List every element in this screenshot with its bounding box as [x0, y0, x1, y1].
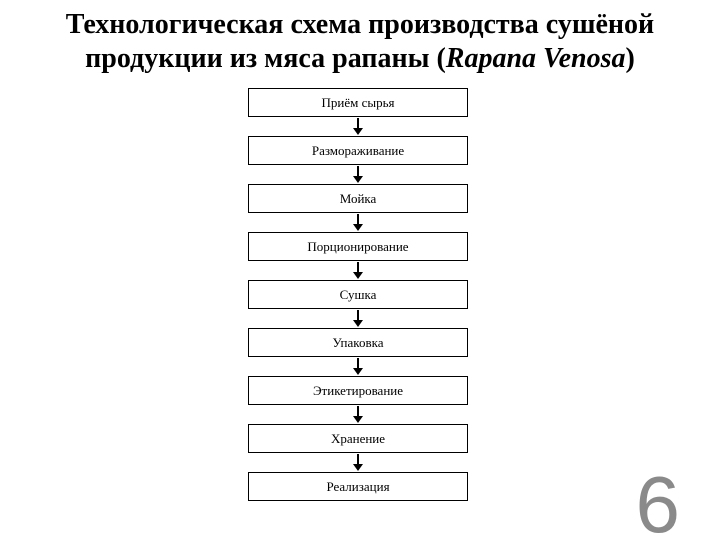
arrow-line: [357, 262, 359, 272]
process-flowchart: Приём сырья Размораживание Мойка Порцион…: [248, 88, 468, 501]
down-arrow: [248, 357, 468, 376]
flow-step-drying: Сушка: [248, 280, 468, 309]
arrow-head-icon: [353, 176, 363, 183]
flow-step-sales: Реализация: [248, 472, 468, 501]
arrow-head-icon: [353, 128, 363, 135]
arrow-line: [357, 454, 359, 464]
flow-step-label: Реализация: [326, 478, 390, 494]
flow-step-label: Порционирование: [307, 238, 409, 254]
flow-step-packaging: Упаковка: [248, 328, 468, 357]
flow-step-portioning: Порционирование: [248, 232, 468, 261]
arrow-line: [357, 358, 359, 368]
slide-title-latin-name: Rapana Venosa: [445, 43, 626, 74]
arrow-line: [357, 214, 359, 224]
down-arrow: [248, 261, 468, 280]
flow-step-label: Хранение: [330, 430, 386, 446]
flow-step-washing: Мойка: [248, 184, 468, 213]
slide-title-line2-prefix: продукции из мяса рапаны (: [85, 43, 446, 74]
down-arrow: [248, 405, 468, 424]
arrow-head-icon: [353, 416, 363, 423]
flow-step-defrosting: Размораживание: [248, 136, 468, 165]
arrow-head-icon: [353, 368, 363, 375]
flow-step-labeling: Этикетирование: [248, 376, 468, 405]
slide-title-line1: Технологическая схема производства сушён…: [65, 9, 655, 40]
arrow-head-icon: [353, 320, 363, 327]
down-arrow: [248, 165, 468, 184]
flow-step-label: Этикетирование: [312, 382, 404, 398]
arrow-head-icon: [353, 272, 363, 279]
arrow-line: [357, 118, 359, 128]
flow-step-label: Размораживание: [311, 142, 405, 158]
arrow-line: [357, 310, 359, 320]
flow-step-label: Приём сырья: [321, 94, 395, 110]
flow-step-label: Упаковка: [332, 334, 384, 350]
arrow-line: [357, 166, 359, 176]
down-arrow: [248, 213, 468, 232]
page-number: 6: [635, 460, 681, 540]
down-arrow: [248, 309, 468, 328]
flow-step-storage: Хранение: [248, 424, 468, 453]
arrow-line: [357, 406, 359, 416]
arrow-head-icon: [353, 224, 363, 231]
flow-step-receiving: Приём сырья: [248, 88, 468, 117]
arrow-head-icon: [353, 464, 363, 471]
flow-step-label: Мойка: [339, 190, 377, 206]
down-arrow: [248, 453, 468, 472]
flow-step-label: Сушка: [339, 286, 377, 302]
slide-title: Технологическая схема производства сушён…: [0, 8, 720, 76]
slide-title-line2-suffix: ): [625, 43, 635, 74]
down-arrow: [248, 117, 468, 136]
